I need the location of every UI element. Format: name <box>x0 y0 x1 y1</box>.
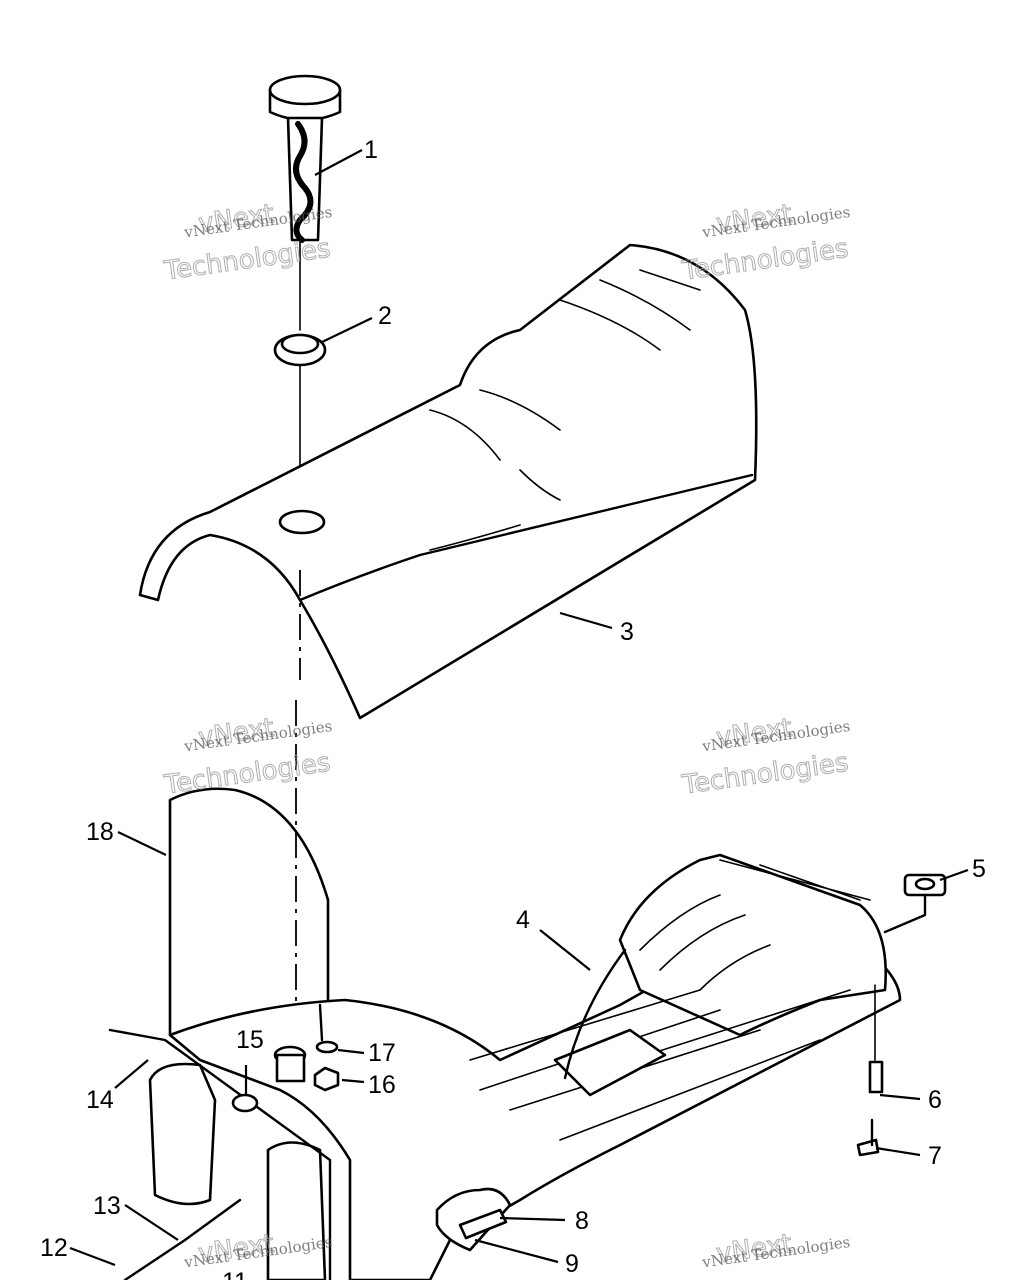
callout-17: 17 <box>368 1039 396 1067</box>
watermark-mid-right: vNext vNext Technologies Technologies <box>679 713 851 802</box>
seat-cushion <box>138 243 758 720</box>
callout-9: 9 <box>565 1250 579 1278</box>
watermark-company: Technologies <box>162 234 333 287</box>
callout-13: 13 <box>93 1192 121 1220</box>
watermark-company: Technologies <box>680 748 851 801</box>
callout-15: 15 <box>236 1026 264 1054</box>
callout-labels: 1 2 3 4 5 6 7 8 9 11 12 13 14 15 16 17 1… <box>40 136 986 1280</box>
callout-12: 12 <box>40 1234 68 1262</box>
leader-lines <box>69 149 969 1267</box>
watermark-mid-left: vNext vNext Technologies Technologies <box>161 713 333 802</box>
cover-panel <box>168 700 330 1040</box>
callout-7: 7 <box>928 1142 942 1170</box>
callout-3: 3 <box>620 618 634 646</box>
callout-8: 8 <box>575 1207 589 1235</box>
callout-11: 11 <box>222 1268 248 1280</box>
callout-5: 5 <box>972 855 986 883</box>
grommet <box>273 333 327 511</box>
callout-2: 2 <box>378 302 392 330</box>
watermark-top-left: vNext vNext Technologies Technologies <box>161 199 333 288</box>
watermark-company: Technologies <box>680 234 851 287</box>
callout-14: 14 <box>86 1086 114 1114</box>
watermark-top-right: vNext vNext Technologies Technologies <box>679 199 851 288</box>
callout-16: 16 <box>368 1071 396 1099</box>
callout-1: 1 <box>364 136 378 164</box>
fuel-cap-dipstick <box>268 74 342 331</box>
watermark-bottom-right: vNext vNext Technologies <box>700 1229 851 1272</box>
callout-18: 18 <box>86 818 114 846</box>
callout-6: 6 <box>928 1086 942 1114</box>
fuel-tank-frame <box>108 853 947 1280</box>
callout-4: 4 <box>516 906 530 934</box>
